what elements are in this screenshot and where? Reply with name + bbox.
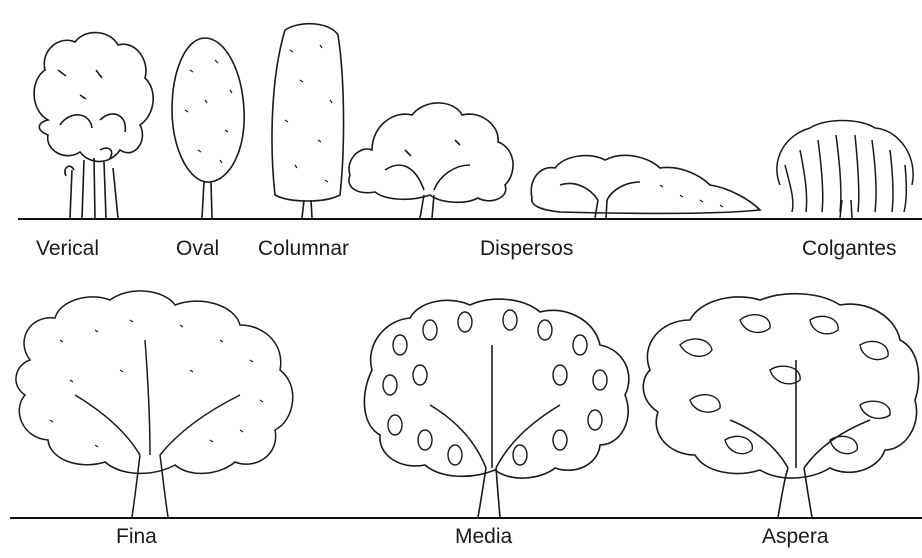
tree-disperso-illustration-1: [349, 103, 513, 218]
label-columnar: Columnar: [258, 238, 349, 259]
label-dispersos: Dispersos: [480, 238, 573, 259]
label-vertical: Verical: [36, 238, 99, 259]
label-media: Media: [455, 526, 512, 547]
tree-oval-illustration: [172, 38, 244, 218]
tree-disperso-illustration-2: [531, 155, 760, 218]
label-oval: Oval: [176, 238, 219, 259]
tree-fina-illustration: [16, 291, 293, 517]
tree-vertical-illustration: [34, 33, 153, 218]
tree-columnar-illustration: [272, 24, 344, 218]
tree-colgante-illustration: [777, 121, 913, 219]
label-fina: Fina: [116, 526, 157, 547]
tree-media-illustration: [364, 299, 628, 517]
label-colgantes: Colgantes: [802, 238, 897, 259]
label-aspera: Aspera: [762, 526, 829, 547]
tree-aspera-illustration: [643, 294, 918, 517]
